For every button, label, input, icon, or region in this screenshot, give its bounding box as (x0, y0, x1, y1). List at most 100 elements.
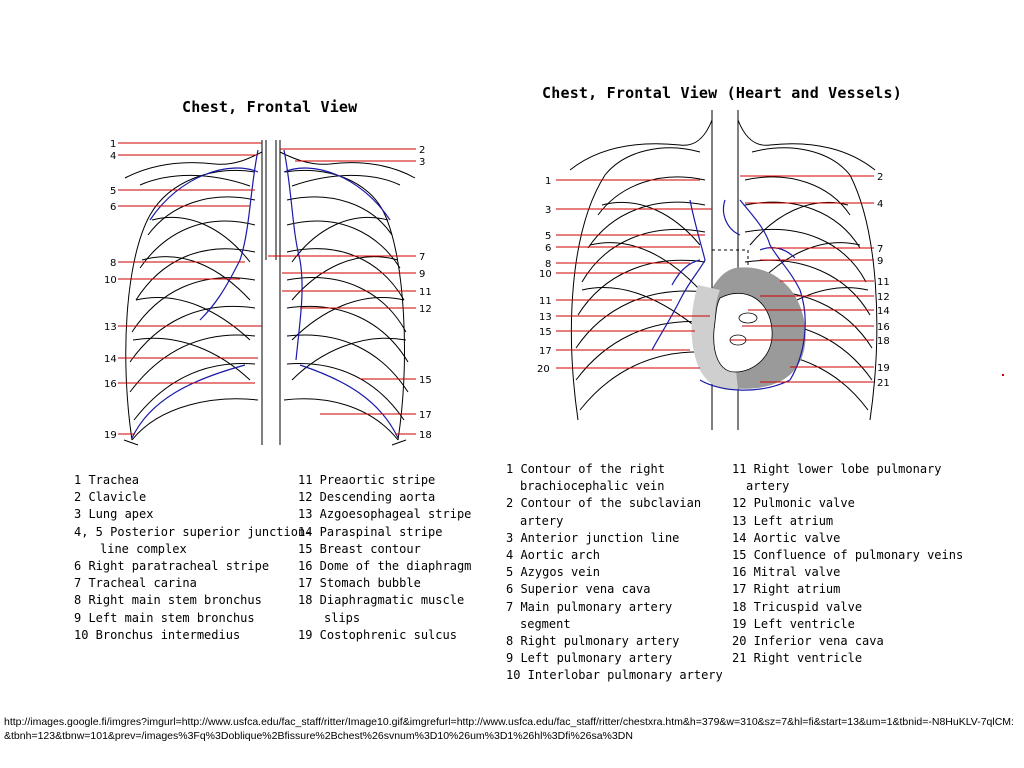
right-callout-11-right: 11 (877, 277, 890, 288)
legend-item: 6 Right paratracheal stripe (74, 559, 270, 574)
left-chest-contours (131, 149, 399, 439)
legend-item: 6 Superior vena cava (506, 582, 651, 597)
right-callout-16: 16 (877, 322, 890, 333)
right-callout-21: 21 (877, 378, 890, 389)
right-callout-5: 5 (545, 231, 551, 242)
right-callout-14: 14 (877, 306, 890, 317)
left-legend-column-2: 11 Preaortic stripe 12 Descending aorta 13… (298, 472, 471, 644)
stray-red-dot (1002, 374, 1004, 376)
left-callout-2: 2 (419, 145, 425, 156)
source-url-caption: http://images.google.fi/imgres?imgurl=ht… (4, 716, 1014, 742)
left-callout-19: 19 (104, 430, 117, 441)
left-callout-6: 6 (110, 202, 116, 213)
legend-item: 12 Pulmonic valve (732, 496, 855, 511)
left-callout-9: 9 (419, 269, 425, 280)
left-callout-3: 3 (419, 157, 425, 168)
legend-item: 11 Preaortic stripe (298, 473, 436, 487)
right-callout-1: 1 (545, 176, 551, 187)
legend-item: line complex (100, 541, 187, 556)
legend-item: 2 Contour of the subclavian (506, 496, 702, 511)
legend-item: artery (746, 479, 790, 494)
right-callout-6: 6 (545, 243, 551, 254)
right-callout-18: 18 (877, 336, 890, 347)
right-callout-numbers: 1 3 5 6 8 10 11 13 15 17 20 2 4 7 9 11 1… (537, 172, 890, 389)
legend-item: 13 Azgoesophageal stripe (298, 507, 472, 522)
right-callout-15: 15 (539, 327, 552, 338)
left-callout-13: 13 (104, 322, 117, 333)
legend-item: slips (324, 610, 361, 625)
legend-item: 13 Left atrium (732, 513, 834, 528)
legend-item: 16 Dome of the diaphragm (298, 559, 472, 574)
legend-item: 7 Main pulmonary artery (506, 599, 673, 614)
legend-item: 10 Bronchus intermedius (74, 627, 241, 642)
left-callout-7: 7 (419, 252, 425, 263)
legend-item: 19 Costophrenic sulcus (298, 627, 457, 642)
right-callout-lines (556, 175, 874, 383)
left-callout-10: 10 (104, 275, 117, 286)
left-callout-16: 16 (104, 379, 117, 390)
legend-item: 2 Clavicle (74, 490, 147, 505)
legend-item: 21 Right ventricle (732, 651, 863, 666)
legend-item: 3 Lung apex (74, 507, 154, 522)
right-legend-column-1: 1 Contour of the right brachiocephalic ve… (506, 461, 723, 685)
legend-item: 19 Left ventricle (732, 616, 855, 631)
left-callout-14: 14 (104, 354, 117, 365)
left-callout-11: 11 (419, 287, 432, 298)
left-callout-lines (118, 142, 416, 435)
left-callout-1: 1 (110, 139, 116, 150)
legend-item: 16 Mitral valve (732, 565, 841, 580)
left-callout-18: 18 (419, 430, 432, 441)
left-callout-8: 8 (110, 258, 116, 269)
right-callout-4: 4 (877, 199, 883, 210)
legend-item: 9 Left main stem bronchus (74, 610, 255, 625)
right-callout-20: 20 (537, 364, 550, 375)
legend-item: 18 Tricuspid valve (732, 599, 863, 614)
right-callout-11-left: 11 (539, 296, 552, 307)
legend-item: 9 Left pulmonary artery (506, 651, 673, 666)
right-callout-8: 8 (545, 259, 551, 270)
legend-item: 7 Tracheal carina (74, 576, 197, 591)
right-callout-3: 3 (545, 205, 551, 216)
legend-item: segment (520, 616, 571, 631)
legend-item: 15 Breast contour (298, 541, 421, 556)
right-callout-7: 7 (877, 244, 883, 255)
legend-item: 11 Right lower lobe pulmonary (732, 462, 942, 476)
right-diagram-title: Chest, Frontal View (Heart and Vessels) (542, 84, 902, 102)
right-callout-9: 9 (877, 256, 883, 267)
right-callout-10: 10 (539, 269, 552, 280)
right-callout-19: 19 (877, 363, 890, 374)
left-diagram-title: Chest, Frontal View (182, 98, 358, 116)
legend-item: 17 Right atrium (732, 582, 841, 597)
legend-item: 8 Right main stem bronchus (74, 593, 262, 608)
legend-item: brachiocephalic vein (520, 479, 665, 494)
right-vessels (651, 199, 806, 391)
legend-item: artery (520, 513, 564, 528)
chest-diagrams: 1 4 5 6 8 10 13 14 16 19 2 3 7 9 11 12 1… (104, 110, 890, 446)
legend-item: 4, 5 Posterior superior junction- (74, 524, 313, 539)
legend-item: 17 Stomach bubble (298, 576, 421, 591)
right-callout-2: 2 (877, 172, 883, 183)
right-callout-12: 12 (877, 292, 890, 303)
legend-item: 14 Paraspinal stripe (298, 524, 443, 539)
left-callout-15: 15 (419, 375, 432, 386)
legend-item: 8 Right pulmonary artery (506, 634, 680, 649)
legend-item: 14 Aortic valve (732, 530, 841, 545)
left-callout-17: 17 (419, 410, 432, 421)
right-callout-17: 17 (539, 346, 552, 357)
legend-item: 4 Aortic arch (506, 548, 600, 563)
legend-item: 15 Confluence of pulmonary veins (732, 548, 964, 563)
legend-item: 20 Inferior vena cava (732, 634, 884, 649)
legend-item: 12 Descending aorta (298, 490, 436, 505)
right-callout-13: 13 (539, 312, 552, 323)
legend-item: 3 Anterior junction line (506, 530, 680, 545)
legend-item: 1 Contour of the right (506, 462, 665, 476)
left-callout-numbers: 1 4 5 6 8 10 13 14 16 19 2 3 7 9 11 12 1… (104, 139, 432, 441)
legend-item: 10 Interlobar pulmonary artery (506, 668, 723, 683)
legend-item: 1 Trachea (74, 473, 140, 487)
left-callout-4: 4 (110, 151, 116, 162)
legend-item: 5 Azygos vein (506, 565, 600, 580)
right-legend-column-2: 11 Right lower lobe pulmonary artery 12 Pu… (732, 461, 963, 667)
left-legend-column-1: 1 Trachea 2 Clavicle 3 Lung apex 4, 5 Poste… (74, 472, 312, 644)
legend-item: 18 Diaphragmatic muscle (298, 593, 465, 608)
left-callout-5: 5 (110, 186, 116, 197)
